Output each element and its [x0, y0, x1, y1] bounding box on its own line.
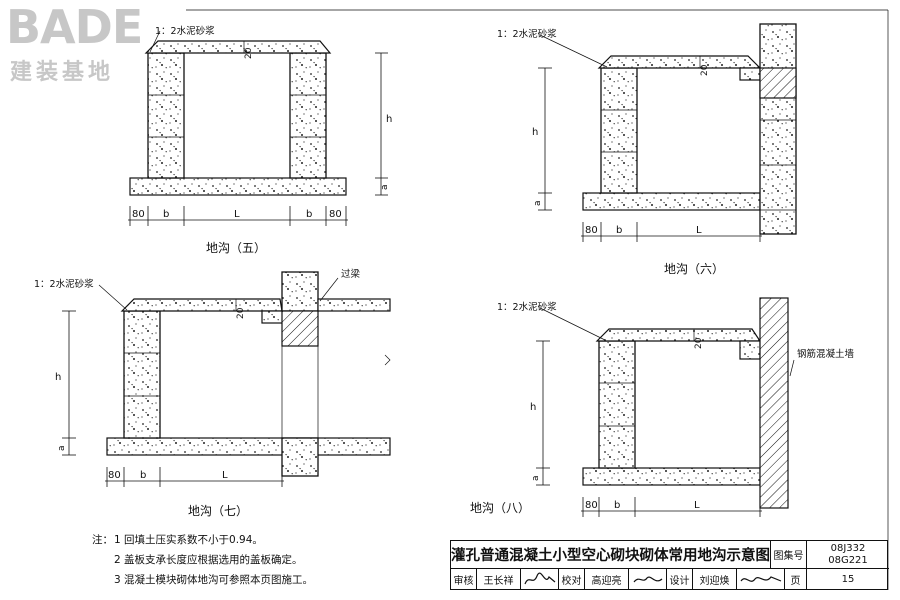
page-number: 15 — [841, 574, 855, 585]
trench-5-a: a — [380, 184, 390, 190]
trench-7-caption: 地沟（七） — [188, 504, 248, 518]
design-signature — [737, 569, 785, 590]
trench-6-t20: 20 — [700, 64, 710, 76]
trench-7-upper-wall — [281, 271, 319, 312]
trench-7-lintel — [281, 310, 319, 347]
trench-8-rc-wall-label: 钢筋混凝土墙 — [797, 348, 855, 360]
trench-7-L: L — [222, 470, 228, 481]
design-name: 刘迎焕 — [693, 569, 737, 590]
logo-subtitle: 建装基地 — [10, 60, 115, 85]
trench-6-w80: 80 — [585, 225, 598, 236]
trench-8-rc-wall — [759, 297, 789, 509]
trench-7-t20: 20 — [236, 307, 246, 319]
trench-8-L: L — [694, 500, 700, 511]
trench-5-L: L — [234, 209, 240, 220]
trench-5-right-wall — [289, 52, 327, 179]
set-number-values: 08J332 08G221 — [807, 541, 889, 569]
check-signature-mark — [633, 576, 662, 582]
trench-7-lintel-label: 过梁 — [341, 268, 361, 280]
trench-7-base — [106, 437, 391, 456]
trench-8-mortar-label: 1：2水泥砂浆 — [497, 301, 557, 313]
notes-label: 注： — [92, 534, 113, 546]
trench-5-base — [129, 177, 347, 196]
trench-5-b-right: b — [306, 209, 312, 220]
drawing-title: 灌孔普通混凝土小型空心砌块砌体常用地沟示意图 — [451, 541, 771, 569]
note-1: 1 回填土压实系数不小于0.94。 — [114, 534, 263, 546]
trench-5-cover — [144, 40, 332, 54]
trench-8-base — [582, 467, 761, 486]
trench-8-w80: 80 — [585, 500, 598, 511]
trench-7-a: a — [57, 445, 67, 451]
trench-6-mortar-label: 1：2水泥砂浆 — [497, 28, 557, 40]
trench-7-lower-wall — [281, 437, 319, 477]
bade-logo: BADE 建装基地 — [6, 4, 186, 86]
trench-7-left-wall — [123, 310, 161, 439]
trench-5-mortar-label: 1：2水泥砂浆 — [155, 25, 215, 37]
trench-5 — [128, 30, 388, 226]
trench-8-b: b — [614, 500, 620, 511]
trench-6-base — [582, 192, 761, 211]
note-2: 2 盖板支承长度应根据选用的盖板确定。 — [114, 554, 303, 566]
trench-5-w80-right: 80 — [329, 209, 342, 220]
note-3: 3 混凝土模块砌体地沟可参照本页图施工。 — [114, 574, 314, 586]
set-number-2: 08G221 — [828, 554, 868, 566]
trench-5-t20: 20 — [244, 47, 254, 59]
trench-8-bearing — [739, 340, 761, 360]
trench-6-L: L — [696, 225, 702, 236]
check-name: 高迎亮 — [585, 569, 629, 590]
trench-5-b-left: b — [163, 209, 169, 220]
trench-6-bearing — [739, 67, 763, 81]
set-number-label: 图集号 — [771, 541, 807, 569]
trench-7-ext-slab — [317, 298, 391, 312]
title-block: 灌孔普通混凝土小型空心砌块砌体常用地沟示意图 图集号 08J332 08G221… — [450, 540, 889, 590]
review-signature — [521, 569, 559, 590]
review-name: 王长祥 — [477, 569, 521, 590]
logo-word: BADE — [6, 0, 143, 54]
page-label: 页 — [785, 569, 807, 590]
trench-7-cover — [120, 298, 283, 312]
trench-8 — [536, 297, 795, 517]
trench-6-cover — [597, 55, 762, 69]
trench-6-b: b — [616, 225, 622, 236]
trench-7 — [62, 271, 391, 487]
review-signature-mark — [523, 572, 555, 584]
trench-6 — [538, 23, 797, 242]
trench-5-left-wall — [147, 52, 185, 179]
trench-6-lintel — [759, 67, 797, 99]
trench-7-w80: 80 — [108, 470, 121, 481]
trench-7-bearing — [261, 310, 285, 324]
trench-7-mortar-label: 1：2水泥砂浆 — [34, 278, 94, 290]
trench-7-b: b — [140, 470, 146, 481]
set-number-1: 08J332 — [830, 542, 866, 554]
trench-5-w80-left: 80 — [132, 209, 145, 220]
trench-7-h: h — [55, 372, 61, 383]
trench-6-caption: 地沟（六） — [664, 262, 724, 276]
trench-6-side-wall — [759, 23, 797, 235]
trench-6-h: h — [532, 127, 538, 138]
trench-6-a: a — [533, 200, 543, 206]
trench-8-t20: 20 — [694, 337, 704, 349]
trench-8-cover — [595, 328, 762, 342]
trench-5-h: h — [386, 114, 392, 125]
design-label: 设计 — [667, 569, 693, 590]
trench-8-left-wall — [598, 340, 636, 469]
design-signature-mark — [740, 575, 781, 582]
trench-8-a: a — [531, 475, 541, 481]
trench-6-left-wall — [600, 67, 638, 194]
check-signature — [629, 569, 667, 590]
review-label: 审核 — [451, 569, 477, 590]
trench-8-caption: 地沟（八） — [470, 501, 530, 515]
trench-5-caption: 地沟（五） — [206, 241, 266, 255]
trench-8-h: h — [530, 402, 536, 413]
check-label: 校对 — [559, 569, 585, 590]
